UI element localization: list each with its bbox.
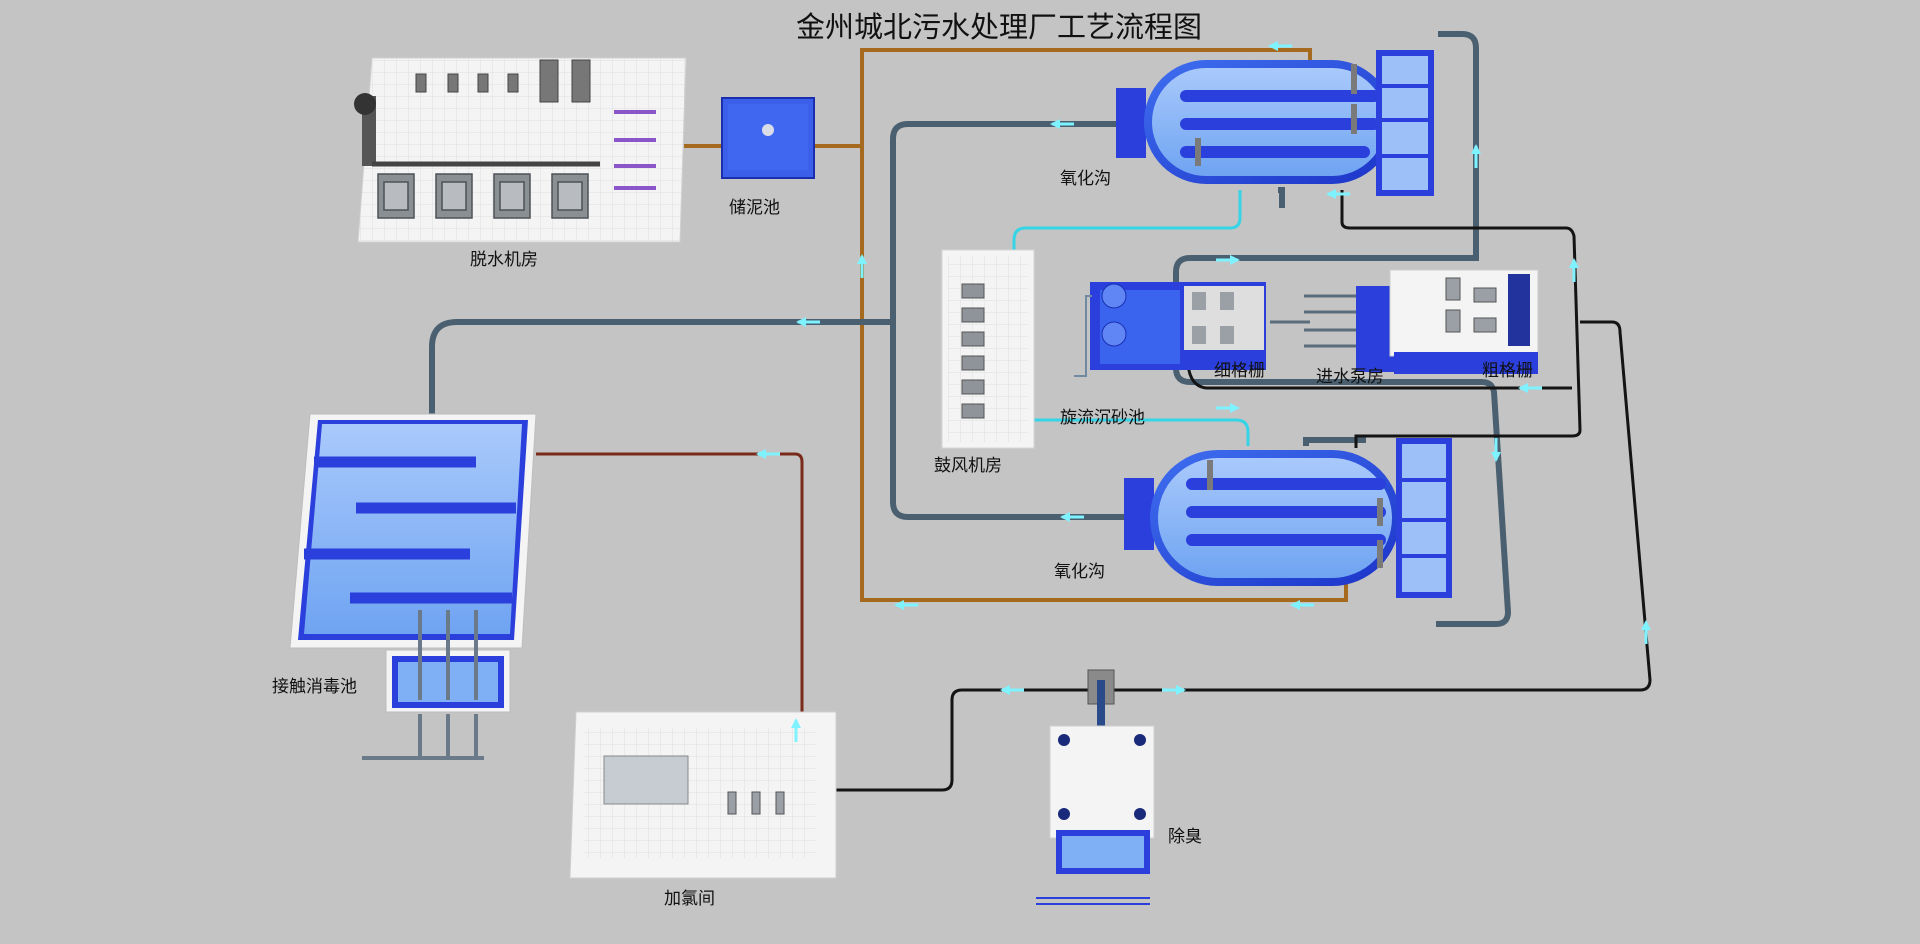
treated-water-pipes: [429, 31, 1512, 627]
sludge-storage-tank: [721, 97, 815, 179]
chlorination-room: [569, 711, 837, 879]
label-contact-tank: 接触消毒池: [272, 677, 357, 697]
contact-disinfection-tank: [289, 413, 537, 760]
label-chlorination-room: 加氯间: [664, 889, 715, 909]
oxidation-ditch-bottom: [1124, 438, 1452, 598]
label-fine-screen: 细格栅: [1214, 361, 1265, 381]
blower-room: [941, 249, 1035, 449]
label-grit-chamber: 旋流沉砂池: [1060, 408, 1145, 428]
grit-chamber-fine-screen: [1074, 282, 1266, 377]
label-coarse-screen: 粗格栅: [1482, 361, 1533, 381]
diagram-title: 金州城北污水处理厂工艺流程图: [796, 10, 1203, 44]
inlet-pump-coarse-screen: [1270, 269, 1539, 374]
label-dewatering-room: 脱水机房: [470, 250, 538, 270]
dewatering-machines: [377, 173, 589, 219]
deodorization-unit: [1036, 725, 1155, 905]
label-sludge-storage: 储泥池: [729, 198, 780, 218]
deodor-stack: [1087, 669, 1115, 748]
label-deodorization: 除臭: [1168, 827, 1202, 847]
label-inlet-pump-room: 进水泵房: [1316, 367, 1384, 387]
label-oxidation-ditch-bottom: 氧化沟: [1054, 562, 1105, 582]
label-oxidation-ditch-top: 氧化沟: [1060, 169, 1111, 189]
chlorine-pipe: [536, 452, 804, 756]
dewatering-room: [354, 57, 687, 243]
label-blower-room: 鼓风机房: [934, 456, 1002, 476]
oxidation-ditch-top: [1116, 50, 1434, 196]
